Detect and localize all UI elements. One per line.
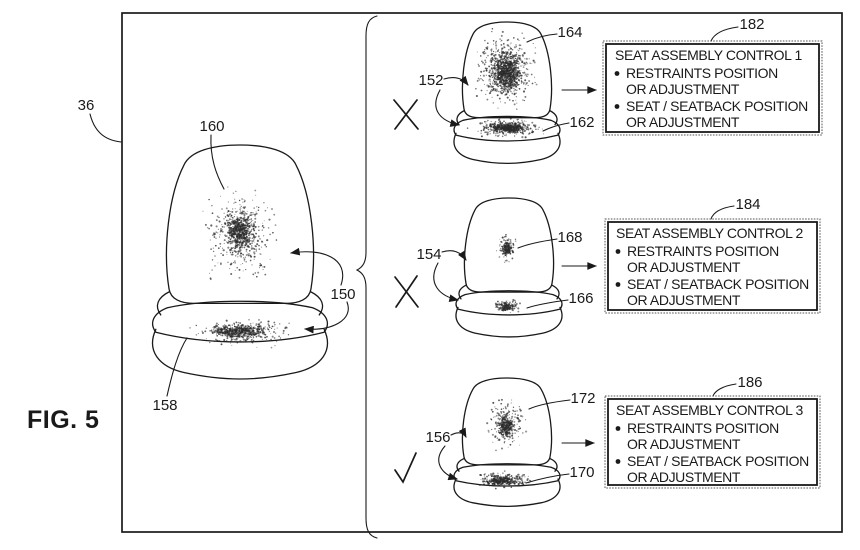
control-box-2-outer-border [604,218,821,314]
ref-186-label: 186 [737,374,762,391]
ref-186-leader-line [712,383,737,397]
ref-168-label: 168 [557,229,582,246]
ref-156-label: 156 [425,429,450,446]
ref-168-leader-line [517,238,558,249]
control-box-3-bullet1-line2: OR ADJUSTMENT [627,436,741,452]
ref-160-leader-line [210,134,225,190]
ref-156-arrow-seatback [450,427,467,438]
control-box-3-bullet1-line1: RESTRAINTS POSITION [627,420,779,436]
seat-3-seatback-pressure-map [486,398,528,452]
control-box-3-outer-border [604,395,821,489]
ref-152-label: 152 [418,72,443,89]
control-box-1-bullet1-line2: OR ADJUSTMENT [626,81,740,97]
ref-158-leader-line [166,337,188,397]
control-box-3-bullet2-line1: SEAT / SEATBACK POSITION [627,453,809,469]
figure-frame [121,12,843,533]
main-cushion-pressure-map [189,318,290,349]
figure-label: FIG. 5 [27,406,99,434]
control-box-1-title: SEAT ASSEMBLY CONTROL 1 [615,47,802,63]
cross-mark-icon-1b [394,99,418,130]
ref-158-label: 158 [152,397,177,414]
cross-mark-icon-2b [395,275,418,308]
ref-154-arrow-seatback [441,250,467,261]
seat-2-seatback-pressure-map [496,233,517,263]
ref-166-label: 166 [568,290,593,307]
ref-162-leader-line [542,122,570,132]
check-mark-icon [394,452,417,484]
ref-154-arrow-cushion [433,262,459,302]
seat-3-outline [453,377,561,508]
control-box-2-bullet2-line2: OR ADJUSTMENT [627,292,741,308]
ref-156-arrow-cushion [438,445,458,481]
ref-172-leader-line [528,399,571,410]
control-box-3-title: SEAT ASSEMBLY CONTROL 3 [616,402,803,418]
main-seatback-pressure-map [202,186,278,281]
control-box-1: SEAT ASSEMBLY CONTROL 1 RESTRAINTS POSIT… [602,40,823,136]
ref-154-label: 154 [416,246,441,263]
bullet-dot [615,459,621,464]
control-box-1-bullet1-line1: RESTRAINTS POSITION [626,65,778,81]
control-box-1-bullet2-line1: SEAT / SEATBACK POSITION [626,98,808,114]
ref-152-arrow-seatback [443,75,469,86]
control-box-2: SEAT ASSEMBLY CONTROL 2 RESTRAINTS POSIT… [604,218,821,314]
ref-36-leader-line [89,113,122,143]
control-box-1-bullet2-line2: OR ADJUSTMENT [626,114,740,130]
ref-184-label: 184 [735,196,760,213]
bullet-dot [615,249,621,254]
seat-1-seatback-pressure-map [475,28,538,110]
ref-184-leader-line [710,205,735,220]
ref-160-label: 160 [199,118,224,135]
ref-172-label: 172 [570,390,595,407]
ref-164-leader-line [526,33,558,43]
ref-36-label: 36 [78,97,95,114]
seat-2-cushion-pressure-map [494,298,522,314]
control-box-2-inner-border [607,221,818,311]
ref-166-leader-line [526,299,569,309]
ref-162-label: 162 [569,114,594,131]
bullet-dot [614,104,620,109]
ref-182-label: 182 [739,16,764,33]
control-box-2-bullet2-line1: SEAT / SEATBACK POSITION [627,276,809,292]
row-seat-control-3: 156 172 170 186 SEAT ASSEMBLY CONTROL 3 … [394,374,821,508]
ref-152-arrow-cushion [435,89,460,127]
ref-182-leader-line [710,26,739,42]
bullet-dot [615,282,621,287]
seat-3-cushion-pressure-map [478,470,532,490]
ref-150-label: 150 [330,286,355,303]
control-box-3-inner-border [607,398,818,486]
ref-170-leader-line [525,473,570,484]
control-box-3-bullet2-line2: OR ADJUSTMENT [627,469,741,485]
control-box-2-bullet1-line1: RESTRAINTS POSITION [627,243,779,259]
ref-170-label: 170 [569,464,594,481]
control-box-3: SEAT ASSEMBLY CONTROL 3 RESTRAINTS POSIT… [604,395,821,489]
row-seat-control-1: 152 164 162 182 SEAT ASSEMBLY CONTROL 1 … [393,16,823,165]
main-seat-group: 160 150 158 [151,118,356,414]
ref-150-arrow-seatback [290,247,344,286]
seat-1-cushion-pressure-map [466,117,545,139]
seat-2-outline [455,197,563,338]
control-box-2-title: SEAT ASSEMBLY CONTROL 2 [616,225,803,241]
grouping-brace [355,15,378,539]
control-box-2-bullet1-line2: OR ADJUSTMENT [627,259,741,275]
bullet-dot [615,426,621,431]
row-seat-control-2: 154 168 166 184 SEAT ASSEMBLY CONTROL 2 … [394,196,821,338]
ref-164-label: 164 [557,24,582,41]
main-seat-outline [151,143,329,381]
bullet-dot [614,71,620,76]
control-box-1-inner-border [605,43,820,133]
ref-150-arrow-cushion [304,301,349,334]
